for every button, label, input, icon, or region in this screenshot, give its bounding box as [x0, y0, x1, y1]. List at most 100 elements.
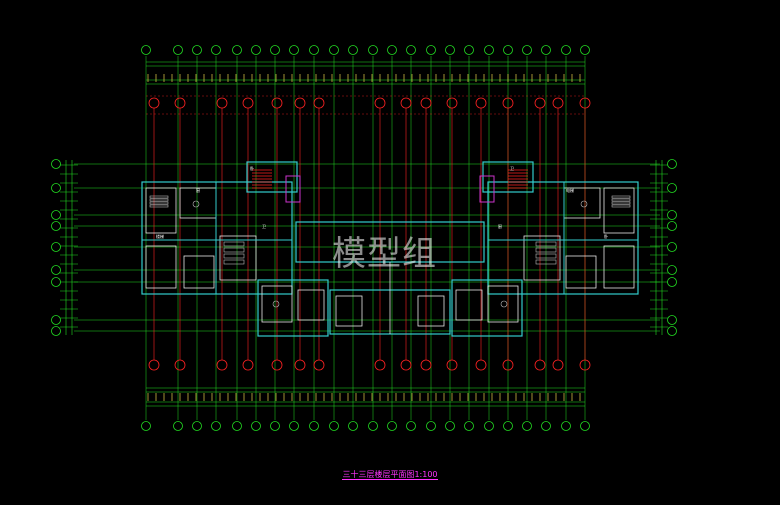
axis-bubble-bottom — [406, 421, 416, 431]
axis-bubble-top — [348, 45, 358, 55]
axis-bubble-top — [541, 45, 551, 55]
axis-bubble-top — [173, 45, 183, 55]
axis-bubble-bottom — [141, 421, 151, 431]
room-tag: 厨 — [196, 187, 200, 193]
south-bedroom-wall — [261, 285, 293, 323]
red-axis-bubble-top — [313, 97, 325, 109]
elevator-shaft — [479, 175, 495, 203]
axis-bubble-top — [211, 45, 221, 55]
bed-fixture — [611, 204, 631, 208]
bedroom-wall — [145, 187, 177, 234]
axis-bubble-left — [51, 183, 61, 193]
sofa-fixture — [535, 241, 557, 247]
red-axis-bubble-top — [579, 97, 591, 109]
bed-fixture — [611, 195, 631, 199]
axis-bubble-bottom — [541, 421, 551, 431]
axis-bubble-bottom — [289, 421, 299, 431]
axis-bubble-bottom — [348, 421, 358, 431]
drawing-title-text: 三十三层楼层平面图1:100 — [342, 470, 438, 480]
red-axis-bubble-bottom — [579, 359, 591, 371]
sofa-fixture — [535, 253, 557, 259]
bed-fixture — [149, 195, 169, 199]
axis-bubble-top — [406, 45, 416, 55]
red-axis-bubble-top — [420, 97, 432, 109]
kitchen-wall — [183, 255, 215, 289]
axis-bubble-right — [667, 277, 677, 287]
room-tag: 卧 — [250, 165, 254, 171]
red-axis-bubble-bottom — [420, 359, 432, 371]
axis-bubble-bottom — [426, 421, 436, 431]
wing-outline — [141, 181, 293, 295]
axis-bubble-bottom — [464, 421, 474, 431]
toilet-fixture — [192, 200, 200, 208]
south-unit-outline — [451, 279, 523, 337]
axis-bubble-right — [667, 159, 677, 169]
room-tag: 卫 — [262, 224, 266, 229]
red-axis-bubble-top — [475, 97, 487, 109]
axis-bubble-top — [522, 45, 532, 55]
living-room-wall — [523, 235, 561, 281]
red-axis-bubble-top — [216, 97, 228, 109]
red-axis-bubble-top — [552, 97, 564, 109]
stair-core-outline — [246, 161, 298, 193]
axis-bubble-left — [51, 326, 61, 336]
drawing-title: 三十三层楼层平面图1:100 — [0, 469, 780, 480]
axis-bubble-right — [667, 265, 677, 275]
axis-bubble-right — [667, 183, 677, 193]
central-bedroom-wall — [335, 295, 363, 327]
axis-bubble-bottom — [329, 421, 339, 431]
sofa-fixture — [535, 247, 557, 253]
axis-bubble-bottom — [232, 421, 242, 431]
axis-bubble-bottom — [251, 421, 261, 431]
axis-bubble-bottom — [561, 421, 571, 431]
sofa-fixture — [223, 247, 245, 253]
south-bathroom-wall — [297, 289, 325, 321]
wing-outline — [487, 181, 639, 295]
red-axis-bubble-bottom — [475, 359, 487, 371]
red-axis-bubble-bottom — [374, 359, 386, 371]
sofa-fixture — [535, 259, 557, 265]
south-bedroom-wall — [487, 285, 519, 323]
red-axis-bubble-bottom — [400, 359, 412, 371]
bed-fixture — [149, 204, 169, 208]
bed-fixture — [611, 201, 631, 205]
room-tag: 卧 — [604, 233, 608, 239]
red-axis-bubble-bottom — [313, 359, 325, 371]
watermark-text: 模型组 — [332, 234, 437, 274]
sofa-fixture — [223, 241, 245, 247]
axis-bubble-top — [309, 45, 319, 55]
axis-bubble-left — [51, 265, 61, 275]
room-tags: 卧卫厨电梯楼梯卧卫厨 — [156, 165, 608, 239]
axis-bubble-bottom — [211, 421, 221, 431]
bed-fixture — [611, 198, 631, 202]
bed-fixture — [149, 198, 169, 202]
axis-bubble-top — [445, 45, 455, 55]
axis-bubble-top — [232, 45, 242, 55]
axis-bubble-top — [289, 45, 299, 55]
axis-bubble-bottom — [192, 421, 202, 431]
axis-bubble-bottom — [173, 421, 183, 431]
axis-bubble-top — [426, 45, 436, 55]
axis-bubble-left — [51, 210, 61, 220]
toilet-fixture — [500, 300, 508, 308]
room-tag: 楼梯 — [156, 233, 164, 239]
red-axis-bubble-bottom — [148, 359, 160, 371]
bedroom-wall — [603, 187, 635, 234]
axis-bubble-bottom — [503, 421, 513, 431]
red-axis-bubble-top — [271, 97, 283, 109]
red-axis-bubble-bottom — [242, 359, 254, 371]
red-axis-bubble-bottom — [552, 359, 564, 371]
axis-bubble-bottom — [522, 421, 532, 431]
axis-bubble-top — [580, 45, 590, 55]
bed-fixture — [149, 201, 169, 205]
toilet-fixture — [580, 200, 588, 208]
axis-bubble-bottom — [270, 421, 280, 431]
red-axis-bubble-bottom — [216, 359, 228, 371]
room-tag: 卫 — [510, 166, 514, 171]
axis-bubble-top — [387, 45, 397, 55]
axis-bubble-bottom — [309, 421, 319, 431]
axis-bubble-right — [667, 210, 677, 220]
red-axis-bubble-bottom — [446, 359, 458, 371]
red-axis-bubble-bottom — [271, 359, 283, 371]
